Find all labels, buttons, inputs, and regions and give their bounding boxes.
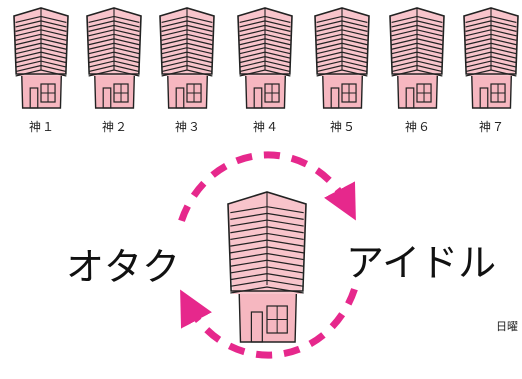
cycle-arrow-lower [180, 288, 358, 359]
house-label-3: 神３ [174, 120, 201, 134]
house-icon-3 [159, 7, 215, 109]
house-label-4: 神４ [252, 120, 279, 134]
otaku-label: オタク [66, 245, 181, 289]
house-icon-2 [86, 7, 142, 109]
house-label-1: 神１ [28, 120, 55, 134]
house-label-7: 神７ [478, 120, 505, 134]
house-label-6: 神６ [404, 120, 431, 134]
house-label-2: 神２ [101, 120, 128, 134]
house-icon-5 [314, 7, 370, 109]
cycle-arrow-upper [178, 151, 356, 222]
house-icon-6 [389, 7, 445, 109]
house-icon-4 [237, 7, 293, 109]
house-label-5: 神５ [329, 120, 356, 134]
caption-text: 日曜 [496, 320, 518, 333]
idol-label: アイドル [346, 241, 497, 285]
house-icon-7 [463, 7, 519, 109]
house-icon-1 [13, 7, 69, 109]
center-house-icon [227, 191, 307, 343]
